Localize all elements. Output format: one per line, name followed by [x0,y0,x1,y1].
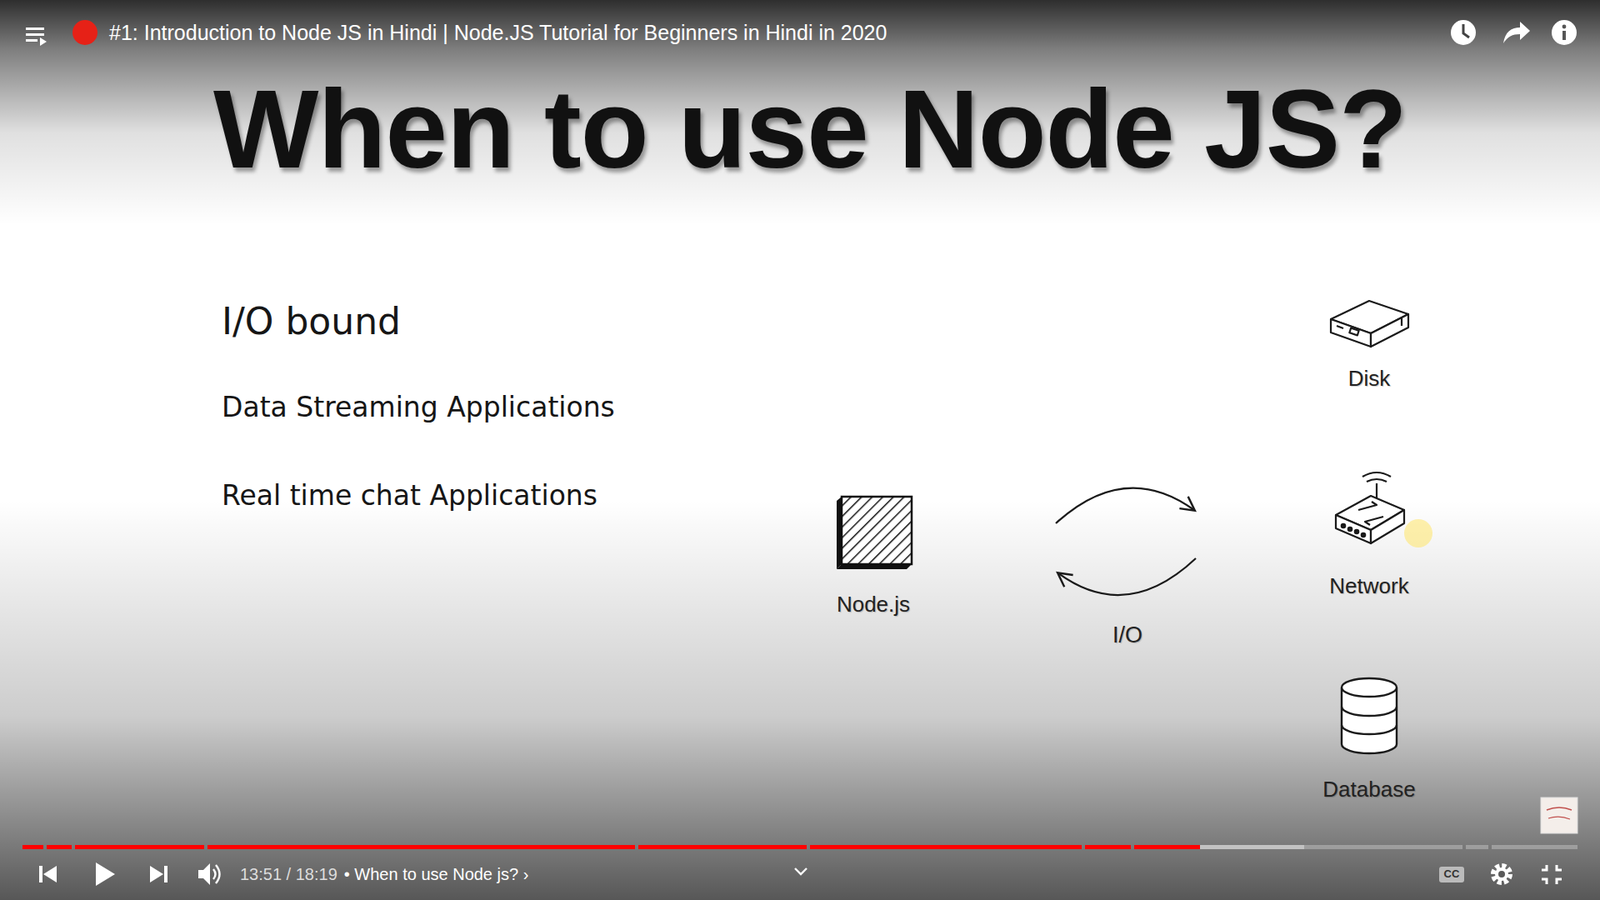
playlist-icon-part [25,27,45,30]
exit-fullscreen-button [1541,865,1562,885]
playlist-icon-part [40,37,47,46]
router-icon-part [1335,515,1371,544]
node-label: Node.js [830,592,917,618]
progress-bar-part [46,845,72,850]
database-icon-part [1341,725,1397,735]
channel-watermark [1540,797,1578,834]
volume-button-part [213,869,216,880]
database-icon-part [1341,706,1397,716]
watch-later-icon-part [1450,20,1476,45]
slide-title: When to use Node JS? [213,73,1407,185]
disk-icon-part [1370,314,1409,347]
exit-fullscreen-button-part [1556,865,1562,870]
info-icon-part [1562,25,1567,30]
router-icon-part [1362,472,1391,477]
progress-bar-part [810,845,1082,850]
router-icon-part [1341,524,1345,528]
progress-bar-part [207,845,635,850]
bullet-item: Real time chat Applications [221,480,598,512]
router-icon [1335,472,1405,544]
settings-button-part [1493,865,1510,883]
channel-watermark-part [1548,816,1570,820]
nodejs-block-icon-part [841,496,912,565]
share-icon [1503,21,1530,44]
node-label: Disk [1327,366,1411,392]
router-icon-part [1358,501,1377,510]
disk-icon-part [1336,325,1344,329]
database-icon [1341,678,1397,754]
info-icon-part [1551,20,1577,45]
router-icon-part [1365,516,1384,525]
disk-icon-part [1330,319,1371,347]
nodejs-block-icon [836,496,912,570]
progress-bar-part [1134,845,1200,850]
progress-bar-part [1304,845,1463,850]
previous-button-part [43,865,57,883]
time-display: 13:51 / 18:19 [240,865,338,885]
channel-watermark-part [1546,807,1572,810]
cc-button-text: CC [1444,868,1460,881]
playlist-icon-part [25,33,45,36]
router-icon-part [1370,510,1405,544]
icon-node: Network [1322,468,1415,603]
watch-later-icon [1450,20,1476,45]
progress-bar-part [1491,845,1578,850]
cursor-highlight [1404,519,1433,548]
playlist-icon-part [25,39,38,42]
volume-button-part [198,863,210,885]
volume-button [198,863,220,885]
icon-node: Node.js [830,491,917,621]
progress-bar-part [22,845,44,850]
play-button [95,862,115,886]
next-button-part [164,865,168,883]
progress-bar [22,845,1578,850]
router-icon-part [1348,527,1352,531]
node-label: Network [1322,574,1415,600]
info-icon-part [1562,30,1566,40]
settings-button-part [1495,867,1509,881]
icon-node: Database [1315,675,1422,806]
volume-button-part [215,865,220,884]
settings-button [1493,865,1510,883]
exit-fullscreen-button-part [1556,879,1562,885]
cc-button [1439,866,1465,883]
bullet-item: Data Streaming Applications [221,391,615,424]
router-icon-part [1355,530,1359,534]
playlist-icon [25,27,47,46]
io-arrows-part [1055,488,1195,524]
previous-button [39,865,57,883]
progress-bar-part [638,845,807,850]
next-button-part [150,865,164,883]
io-label: I/O [1112,622,1143,649]
settings-button-part [1498,870,1505,878]
database-icon-part [1341,678,1397,697]
exit-fullscreen-button-part [1541,865,1547,870]
watch-later-icon-part [1463,24,1470,38]
chapter-title: • When to use Node js? › [344,865,530,885]
next-button [150,865,168,883]
io-arrows-part [1058,558,1196,595]
progress-bar-part [1465,845,1489,850]
disk-icon [1330,300,1409,347]
progress-bar-part [1085,845,1131,850]
router-icon-part [1361,533,1365,537]
disk-icon-part [1400,318,1403,326]
router-icon-part [1366,479,1387,482]
icon-node: Disk [1327,295,1411,395]
io-arrows [1055,488,1196,596]
channel-watermark-part [1540,797,1578,834]
chapter-chevron [795,868,807,875]
exit-fullscreen-button-part [1541,879,1547,885]
node-label: Database [1315,777,1422,803]
progress-bar-part [75,845,205,850]
bullet-heading: I/O bound [221,300,401,344]
previous-button-part [39,865,43,883]
disk-icon-part [1349,328,1359,336]
channel-avatar [72,20,98,45]
video-title: #1: Introduction to Node JS in Hindi | N… [109,20,887,45]
progress-bar-part [1200,845,1305,850]
info-icon [1551,20,1577,45]
